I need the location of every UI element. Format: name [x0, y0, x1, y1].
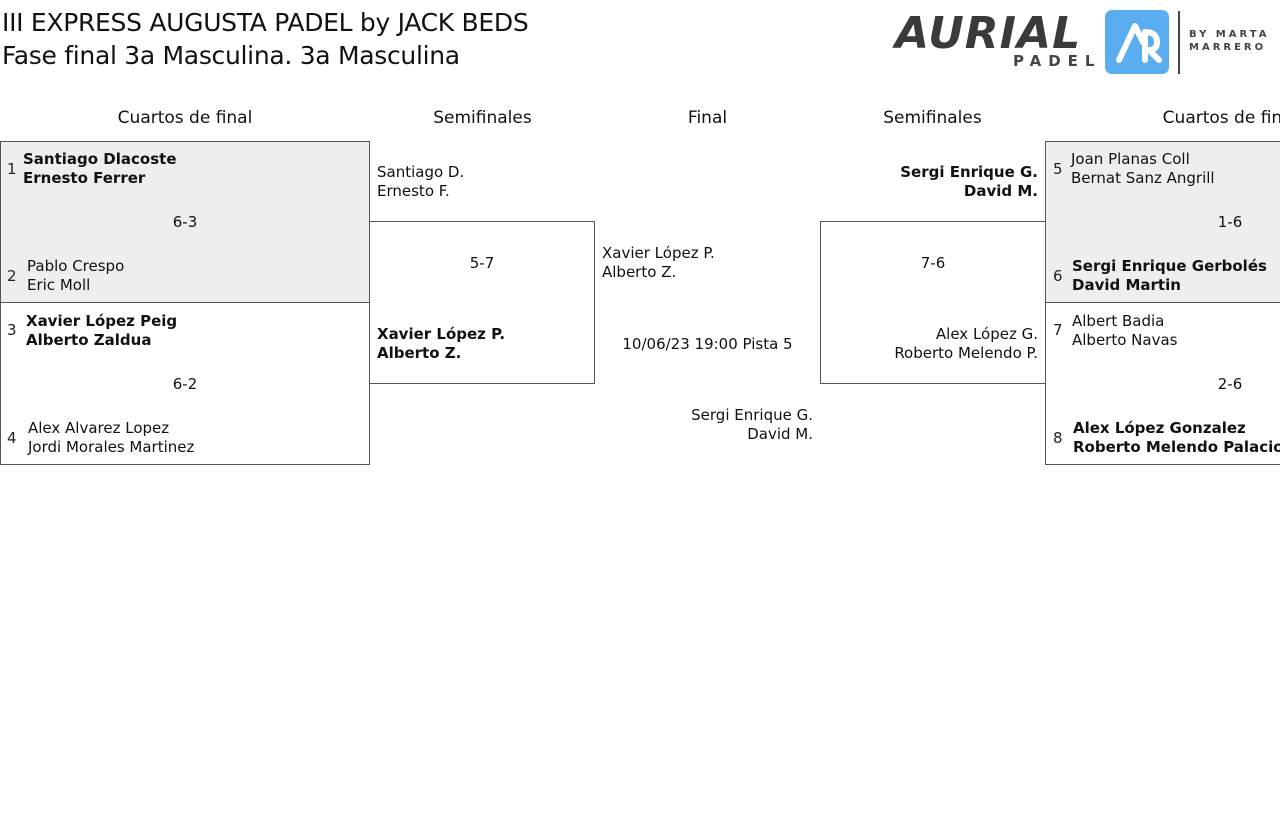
seed-number: 6 — [1053, 267, 1063, 285]
match-score: 5-7 — [469, 254, 495, 272]
match-score: 2-6 — [1217, 375, 1243, 393]
player-name: Alberto Navas — [1072, 331, 1178, 349]
player-name: Ernesto Ferrer — [23, 169, 146, 187]
player-name: Joan Planas Coll — [1071, 150, 1190, 168]
player-name: Santiago Dlacoste — [23, 150, 177, 168]
player-name: Alberto Z. — [602, 263, 677, 281]
logo-wordmark: AURIAL — [895, 8, 1082, 59]
match-qf-left-1[interactable] — [0, 141, 370, 303]
player-name: Bernat Sanz Angrill — [1071, 169, 1215, 187]
match-sf-left[interactable] — [369, 221, 595, 384]
round-label-qf-left: Cuartos de final — [117, 108, 253, 128]
player-name: Xavier López P. — [377, 325, 506, 343]
player-name: David M. — [963, 182, 1038, 200]
match-qf-right-2[interactable] — [1045, 302, 1280, 465]
logo-subword: PADEL — [1013, 52, 1102, 70]
player-name: Alex López G. — [935, 325, 1038, 343]
phase-subtitle: Fase final 3a Masculina. 3a Masculina — [2, 41, 460, 70]
logo-divider — [1178, 11, 1180, 74]
player-name: David M. — [747, 425, 813, 443]
seed-number: 7 — [1053, 321, 1063, 339]
player-name: Alberto Zaldua — [26, 331, 152, 349]
seed-number: 2 — [7, 267, 17, 285]
player-name: Sergi Enrique G. — [691, 406, 813, 424]
logo-badge-icon — [1105, 10, 1169, 74]
logo-byline-2: MARRERO — [1189, 42, 1267, 53]
player-name: Alberto Z. — [377, 344, 462, 362]
seed-number: 4 — [7, 429, 17, 447]
player-name: Ernesto F. — [377, 182, 450, 200]
tournament-title: III EXPRESS AUGUSTA PADEL by JACK BEDS — [2, 8, 529, 37]
aurial-padel-logo: AURIAL PADEL BY MARTA MARRERO — [895, 8, 1275, 78]
round-label-sf-left: Semifinales — [433, 108, 532, 128]
seed-number: 5 — [1053, 160, 1063, 178]
match-score: 1-6 — [1217, 213, 1243, 231]
logo-byline-1: BY MARTA — [1189, 29, 1270, 40]
round-label-final: Final — [687, 108, 728, 128]
round-label-qf-right: Cuartos de final — [1162, 108, 1280, 128]
player-name: Sergi Enrique G. — [900, 163, 1038, 181]
player-name: Eric Moll — [27, 276, 91, 294]
seed-number: 3 — [7, 321, 17, 339]
player-name: Alex Alvarez Lopez — [28, 419, 170, 437]
player-name: Roberto Melendo P. — [894, 344, 1038, 362]
logo-byline: BY MARTA MARRERO — [1189, 28, 1270, 54]
match-qf-right-1[interactable] — [1045, 141, 1280, 303]
player-name: David Martin — [1072, 276, 1181, 294]
player-name: Sergi Enrique Gerbolés — [1072, 257, 1267, 275]
round-label-sf-right: Semifinales — [883, 108, 982, 128]
player-name: Xavier López Peig — [26, 312, 178, 330]
final-schedule: 10/06/23 19:00 Pista 5 — [622, 335, 793, 353]
seed-number: 1 — [7, 160, 17, 178]
player-name: Roberto Melendo Palacios — [1073, 438, 1280, 456]
player-name: Xavier López P. — [602, 244, 715, 262]
match-score: 6-3 — [172, 213, 198, 231]
player-name: Jordi Morales Martinez — [28, 438, 195, 456]
player-name: Santiago D. — [377, 163, 465, 181]
player-name: Pablo Crespo — [27, 257, 125, 275]
seed-number: 8 — [1053, 429, 1063, 447]
player-name: Alex López Gonzalez — [1073, 419, 1246, 437]
match-score: 7-6 — [920, 254, 946, 272]
match-score: 6-2 — [172, 375, 198, 393]
player-name: Albert Badia — [1072, 312, 1165, 330]
